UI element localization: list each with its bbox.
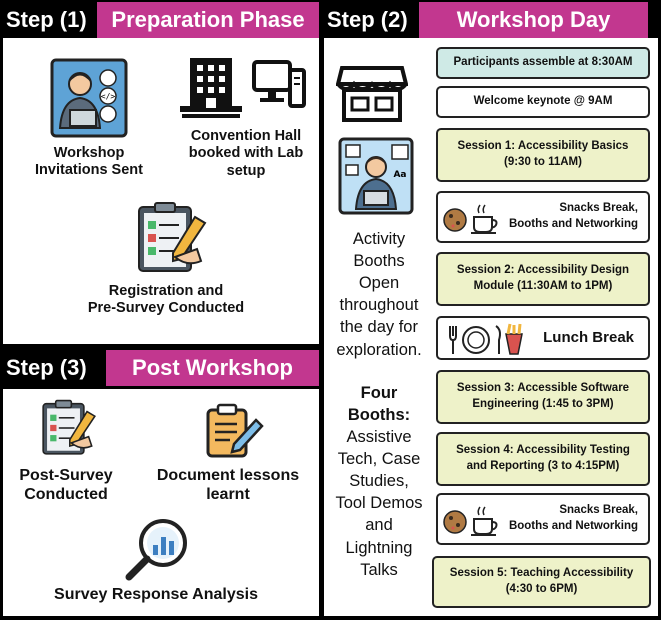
schedule-item-arrival: Participants assemble at 8:30AM: [436, 47, 650, 79]
booth-shop-icon: [336, 66, 408, 122]
schedule-item-session5: Session 5: Teaching Accessibility (4:30 …: [432, 556, 651, 608]
invitations-label: Workshop Invitations Sent: [35, 145, 143, 179]
analysis-label: Survey Response Analysis: [54, 586, 258, 603]
clipboard-checklist-icon: [42, 399, 96, 455]
schedule-item-snacks-1: Snacks Break, Booths and Networking: [436, 191, 650, 243]
step1-label: Step (1): [6, 5, 87, 35]
step3-title: Post Workshop: [106, 350, 319, 386]
step2-label: Step (2): [327, 5, 408, 35]
lunch-icon: [449, 323, 523, 355]
schedule-item-snacks-2: Snacks Break, Booths and Networking: [436, 493, 650, 545]
schedule-item-text: Session 5: Teaching Accessibility (4:30 …: [449, 567, 634, 595]
schedule-item-text: Welcome keynote @ 9AM: [473, 95, 613, 108]
clipboard-checklist-icon: [138, 202, 207, 272]
schedule-item-text: Session 1: Accessibility Basics (9:30 to…: [457, 140, 629, 168]
post-survey-label: Post-Survey Conducted: [19, 467, 113, 504]
schedule-item-text: Snacks Break, Booths and Networking: [508, 504, 638, 532]
schedule-item-session3: Session 3: Accessible Software Engineeri…: [436, 370, 650, 424]
convention-label: Convention Hall booked with Lab setup: [188, 128, 304, 179]
schedule-item-session1: Session 1: Accessibility Basics (9:30 to…: [436, 128, 650, 182]
schedule-item-text: Session 3: Accessible Software Engineeri…: [456, 382, 630, 410]
developer-laptop-icon: </>: [50, 58, 128, 138]
snacks-icon: [443, 506, 498, 536]
lessons-label: Document lessons learnt: [156, 467, 300, 504]
schedule-item-text: Participants assemble at 8:30AM: [453, 56, 633, 69]
schedule-item-session4: Session 4: Accessibility Testing and Rep…: [436, 432, 650, 486]
four-booths-list: Assistive Tech, Case Studies, Tool Demos…: [335, 428, 423, 579]
step3-label: Step (3): [6, 352, 87, 384]
developer-workspace-icon: Aa: [338, 137, 414, 215]
registration-label: Registration and Pre-Survey Conducted: [87, 283, 245, 317]
schedule-item-session2: Session 2: Accessibility Design Module (…: [436, 252, 650, 306]
schedule-item-lunch: Lunch Break: [436, 316, 650, 360]
svg-text:Aa: Aa: [393, 170, 406, 180]
schedule-item-text: Snacks Break, Booths and Networking: [508, 202, 638, 230]
building-icon: [180, 58, 242, 118]
booths-description: Activity Booths Open throughout the day …: [336, 230, 422, 359]
schedule-item-text: Session 4: Accessibility Testing and Rep…: [456, 444, 630, 472]
schedule-item-text: Session 2: Accessibility Design Module (…: [456, 264, 630, 292]
step1-title: Preparation Phase: [97, 2, 319, 38]
snacks-icon: [443, 204, 498, 234]
schedule-item-text: Lunch Break: [543, 328, 634, 346]
schedule-item-keynote: Welcome keynote @ 9AM: [436, 86, 650, 118]
notepad-pen-icon: [206, 403, 264, 458]
step2-title: Workshop Day: [419, 2, 648, 38]
computer-icon: [252, 60, 306, 108]
four-booths-heading: Four Booths:: [347, 384, 411, 425]
svg-text:</>: </>: [101, 92, 116, 101]
magnifier-chart-icon: [125, 519, 187, 581]
